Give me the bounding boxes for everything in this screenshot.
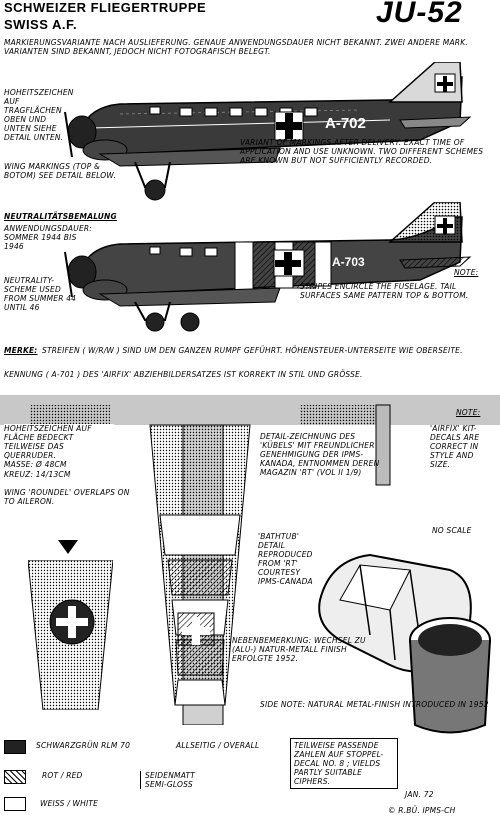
neutral-english: NEUTRALITY-SCHEME USED FROM SUMMER 44 UN… [4, 276, 77, 312]
wing-german: HOHEITSZEICHEN AUF FLÄCHE BEDECKT TEILWE… [4, 424, 114, 460]
detail-german: DETAIL-ZEICHNUNG DES 'KÜBELS' MIT FREUND… [260, 432, 380, 477]
swatch-red [4, 770, 26, 784]
legend-finish: SEIDENMATT SEMI-GLOSS [140, 771, 200, 789]
legend-green: SCHWARZGRÜN RLM 70 [36, 741, 131, 750]
masse-text: MASSE: Ø 48cm [4, 460, 67, 469]
top-left-english: WING MARKINGS (TOP & BOTOM) SEE DETAIL B… [4, 162, 116, 180]
plane1-code: A-702 [325, 115, 366, 132]
plane2-code: A-703 [332, 255, 365, 269]
legend-overall: ALLSEITIG / OVERALL [176, 741, 260, 750]
header-line2: SWISS A.F. [4, 17, 78, 32]
neutral-title: NEUTRALITÄTSBEMALUNG [4, 212, 117, 221]
arrow-down-icon [58, 540, 78, 554]
side-note-german: NEBENBEMERKUNG: WECHSEL ZU (ALU-) NATUR-… [232, 636, 366, 663]
legend-white: WEISS / WHITE [40, 799, 99, 808]
legend-red: ROT / RED [42, 771, 83, 780]
note2-label: NOTE: [454, 268, 479, 277]
neutral-german: ANWENDUNGSDAUER: SOMMER 1944 BIS 1946 [4, 224, 93, 251]
model-title: JU-52 [376, 0, 463, 29]
intro-text: MARKIERUNGSVARIANTE NACH AUSLIEFERUNG. G… [4, 38, 468, 56]
aircraft-side-view-1: A-702 [64, 62, 472, 201]
credit-label: © R.Bü. IPMS-CH [388, 806, 456, 815]
merke-label: MERKE: [4, 346, 38, 355]
plane1-english-note: VARIANT OF MARKINGS AFTER DELIVERY. EXAC… [240, 138, 484, 165]
note3-label: NOTE: [456, 408, 481, 417]
kennung-text: KENNUNG ( A-701 ) DES 'AIRFIX' ABZIEHBIL… [4, 370, 363, 379]
bathtub-gondola-drawing [318, 553, 491, 734]
no-scale-label: NO SCALE [432, 526, 472, 535]
swatch-green [4, 740, 26, 754]
note2-text: STRIPES ENCIRCLE THE FUSELAGE. TAIL SURF… [300, 282, 469, 300]
merke-text: STREIFEN ( W/R/W ) SIND UM DEN GANZEN RU… [42, 346, 463, 355]
date-label: Jan. 72 [405, 790, 434, 799]
aircraft-top-view [0, 395, 500, 725]
aircraft-side-view-2: A-703 [64, 202, 472, 332]
top-left-german: HOHEITSZEICHEN AUF TRAGFLÄCHEN OBEN UND … [4, 88, 74, 142]
header-line1: SCHWEIZER FLIEGERTRUPPE [4, 0, 207, 15]
decal-note-box: TEILWEISE PASSENDE ZAHLEN AUF STOPPEL-DE… [290, 738, 398, 789]
bathtub-note: 'BATHTUB' DETAIL REPRODUCED FROM 'RT' CO… [258, 532, 313, 586]
wingtip-detail [28, 560, 113, 710]
wing-english: WING 'ROUNDEL' OVERLAPS ON TO AILERON. [4, 488, 134, 506]
kreuz-text: KREUZ: 14/13cm [4, 470, 71, 479]
swatch-white [4, 797, 26, 811]
note3-text: 'AIRFIX' KIT-DECALS ARE CORRECT IN STYLE… [430, 424, 480, 469]
side-note-english: SIDE NOTE: NATURAL METAL-FINISH INTRODUC… [260, 700, 489, 709]
